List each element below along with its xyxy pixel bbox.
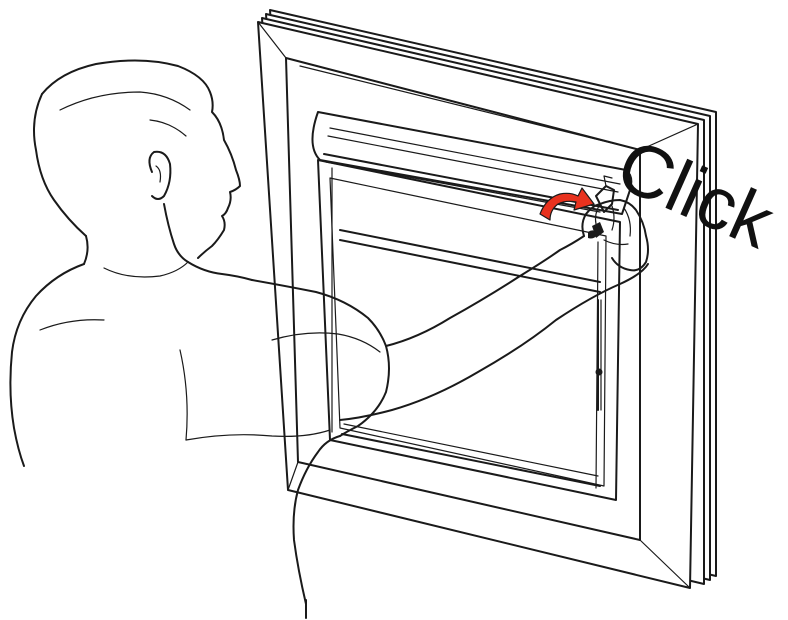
window-frame — [258, 10, 716, 588]
